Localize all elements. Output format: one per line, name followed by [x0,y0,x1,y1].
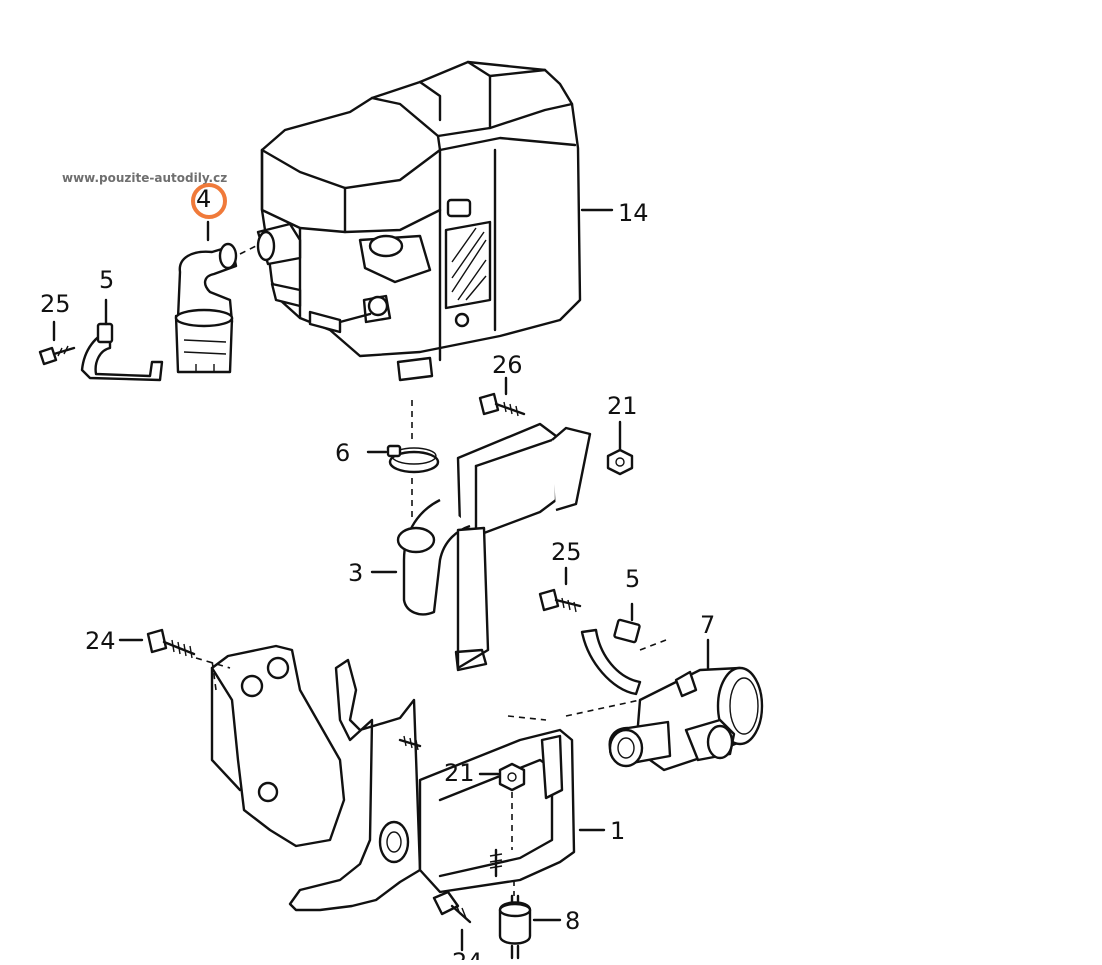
stud-bolt[interactable] [398,735,422,751]
nut-lower[interactable] [478,762,526,850]
heater-unit[interactable] [256,60,614,382]
screw-left[interactable] [38,320,76,366]
callout-1[interactable]: 1 [610,817,626,845]
callout-24-lower[interactable]: 24 [452,950,483,960]
clip-left[interactable] [80,298,164,382]
bolt-24-lower[interactable] [432,890,472,952]
callout-5-lower[interactable]: 5 [625,565,641,593]
callout-6[interactable]: 6 [335,439,351,467]
watermark-text: www.pouzite-autodily.cz [62,171,228,185]
mounting-bracket[interactable] [210,644,606,912]
hose-clamp[interactable] [366,444,440,520]
hose-elbow[interactable] [174,220,257,374]
callout-25-left[interactable]: 25 [40,290,71,318]
callout-3[interactable]: 3 [348,559,364,587]
callout-5-left[interactable]: 5 [99,266,115,294]
highlight-ring [191,183,227,219]
clip-lower[interactable] [580,602,667,696]
callout-21-lower[interactable]: 21 [444,759,475,787]
bolt-26[interactable] [478,376,526,417]
coolant-pump[interactable] [565,638,764,772]
exhaust-silencer[interactable] [370,400,592,672]
callout-7[interactable]: 7 [700,611,716,639]
callout-25-lower[interactable]: 25 [551,538,582,566]
callout-21-upper[interactable]: 21 [607,392,638,420]
screw-lower[interactable] [538,566,582,613]
callout-24-upper[interactable]: 24 [85,627,116,655]
callout-26[interactable]: 26 [492,351,523,379]
callout-8[interactable]: 8 [565,907,581,935]
callout-4[interactable]: 4 [196,185,212,213]
bolt-24-upper[interactable] [118,628,231,669]
bottom-stud[interactable] [489,848,503,878]
nut-upper[interactable] [606,420,634,476]
callout-14[interactable]: 14 [618,199,649,227]
rubber-mount[interactable] [498,880,562,960]
